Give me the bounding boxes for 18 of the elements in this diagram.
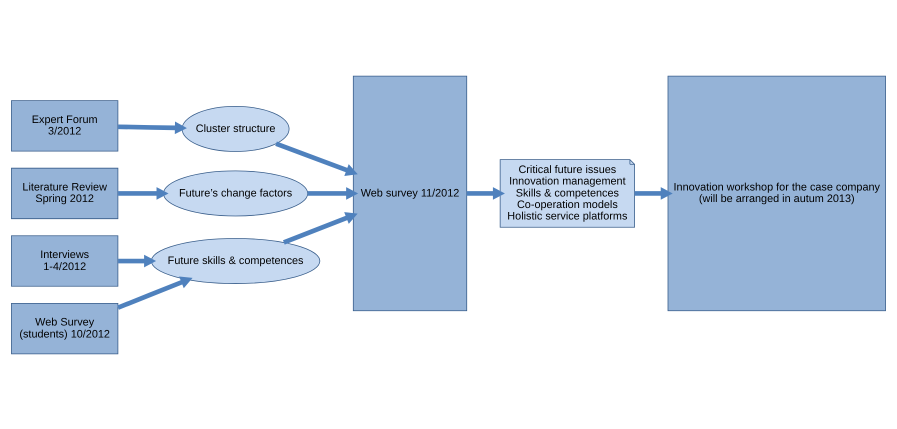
node-box: Expert Forum 3/2012: [11, 100, 118, 151]
node-ellipse: Future skills & competences: [150, 238, 320, 284]
node-box: Literature Review Spring 2012: [11, 167, 118, 219]
arrow: [634, 186, 673, 200]
arrow: [117, 276, 193, 310]
arrow: [118, 121, 187, 134]
node-ellipse: Cluster structure: [182, 106, 290, 152]
arrow: [275, 141, 358, 176]
arrow: [308, 186, 358, 200]
arrow: [282, 212, 358, 244]
node-box: Web survey 11/2012: [352, 75, 468, 311]
arrow: [118, 186, 169, 200]
node-box: Innovation workshop for the case company (will be arranged in autum 2013): [668, 75, 886, 311]
node-ellipse: Future’s change factors: [163, 170, 308, 216]
node-box: Interviews 1-4/2012: [11, 234, 118, 286]
arrow: [118, 254, 156, 267]
arrow: [466, 186, 505, 200]
node-box: Web Survey (students) 10/2012: [11, 302, 118, 354]
